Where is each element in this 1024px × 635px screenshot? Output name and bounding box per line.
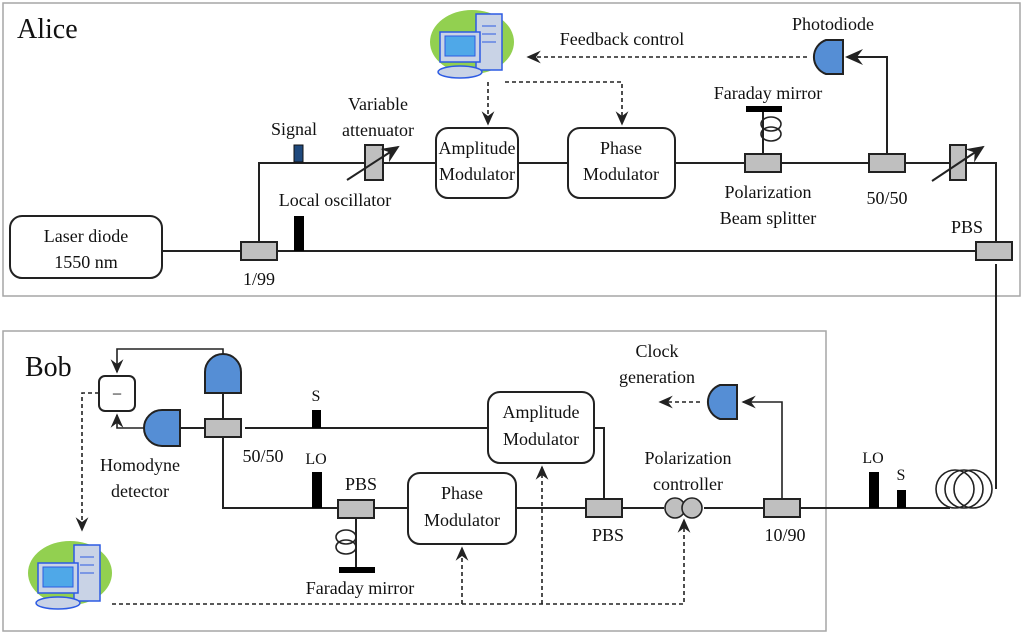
- bob-faraday-mirror: [339, 567, 375, 573]
- alice-pbs-coupler: [744, 153, 782, 173]
- channel-lo-pulse: [869, 472, 879, 508]
- bob-pm-2: Modulator: [424, 510, 500, 530]
- bob-am-2: Modulator: [503, 429, 579, 449]
- bob-computer-icon: [27, 540, 113, 610]
- alice-amplitude-modulator: [435, 127, 519, 199]
- homodyne-1: Homodyne: [100, 455, 180, 475]
- pc-2: controller: [653, 474, 723, 494]
- coupler-1-99-label: 1/99: [243, 269, 275, 289]
- bob-pbs-right: [585, 498, 623, 518]
- alice-photodiode-icon: [812, 39, 844, 75]
- bob-pbs-left: [337, 499, 375, 519]
- alice-computer-icon: [429, 9, 515, 79]
- photodiode-label: Photodiode: [792, 14, 874, 34]
- bob-s-label: S: [312, 388, 321, 405]
- clock-1: Clock: [636, 341, 679, 361]
- channel-s-pulse: [897, 490, 906, 508]
- laser-diode: [9, 215, 163, 279]
- bob-phase-modulator: [407, 472, 517, 545]
- pm-label-2: Modulator: [583, 164, 659, 184]
- am-label-1: Amplitude: [439, 138, 516, 158]
- alice-pbs-right: [975, 241, 1013, 261]
- bob-title: Bob: [25, 352, 72, 383]
- bob-faraday-label: Faraday mirror: [306, 578, 414, 598]
- alice-frame: [2, 2, 1021, 297]
- homodyne-2: detector: [111, 481, 169, 501]
- am-label-2: Modulator: [439, 164, 515, 184]
- local-oscillator-label: Local oscillator: [279, 190, 391, 210]
- coupler-1-99: [240, 241, 278, 261]
- bob-lo-pulse: [312, 472, 322, 508]
- bob-50-50-label: 50/50: [242, 446, 283, 466]
- va-label-1: Variable: [348, 94, 408, 114]
- bob-s-pulse: [312, 410, 321, 428]
- channel-lo-label: LO: [862, 450, 883, 467]
- bob-pm-1: Phase: [441, 483, 483, 503]
- pbs-full-2: Beam splitter: [720, 208, 816, 228]
- bob-photodiode-left-icon: [143, 409, 181, 447]
- signal-label: Signal: [271, 119, 317, 139]
- bob-coupler-50-50: [204, 418, 242, 438]
- alice-pbs-label: PBS: [951, 217, 983, 237]
- va-label-2: attenuator: [342, 120, 414, 140]
- pbs-full-1: Polarization: [725, 182, 812, 202]
- pc-1: Polarization: [645, 448, 732, 468]
- bob-10-90-label: 10/90: [764, 525, 805, 545]
- feedback-control-label: Feedback control: [560, 29, 684, 49]
- alice-title: Alice: [17, 14, 78, 45]
- fiber-signal-right: [675, 162, 997, 251]
- alice-faraday-mirror: [746, 106, 782, 112]
- alice-phase-modulator: [567, 127, 676, 199]
- alice-coupler-50-50: [868, 153, 906, 173]
- fiber-spool: [935, 469, 975, 509]
- bob-pbs-left-label: PBS: [345, 474, 377, 494]
- pm-label-1: Phase: [600, 138, 642, 158]
- channel-s-label: S: [897, 467, 906, 484]
- clock-photodiode-icon: [706, 384, 738, 420]
- bob-am-1: Amplitude: [503, 402, 580, 422]
- bob-amplitude-modulator: [487, 391, 595, 464]
- alice-50-50-label: 50/50: [866, 188, 907, 208]
- laser-label: Laser diode: [44, 226, 128, 246]
- bob-pbs-right-label: PBS: [592, 525, 624, 545]
- bob-lo-label: LO: [305, 451, 326, 468]
- subtractor-sign: −: [112, 384, 122, 404]
- bob-photodiode-top-icon: [204, 353, 242, 394]
- lo-pulse: [294, 216, 304, 251]
- bob-coupler-10-90: [763, 498, 801, 518]
- signal-pulse: [293, 144, 304, 163]
- laser-wavelength: 1550 nm: [54, 252, 118, 272]
- bob-frame: [2, 330, 827, 632]
- alice-faraday-label: Faraday mirror: [714, 83, 822, 103]
- clock-2: generation: [619, 367, 695, 387]
